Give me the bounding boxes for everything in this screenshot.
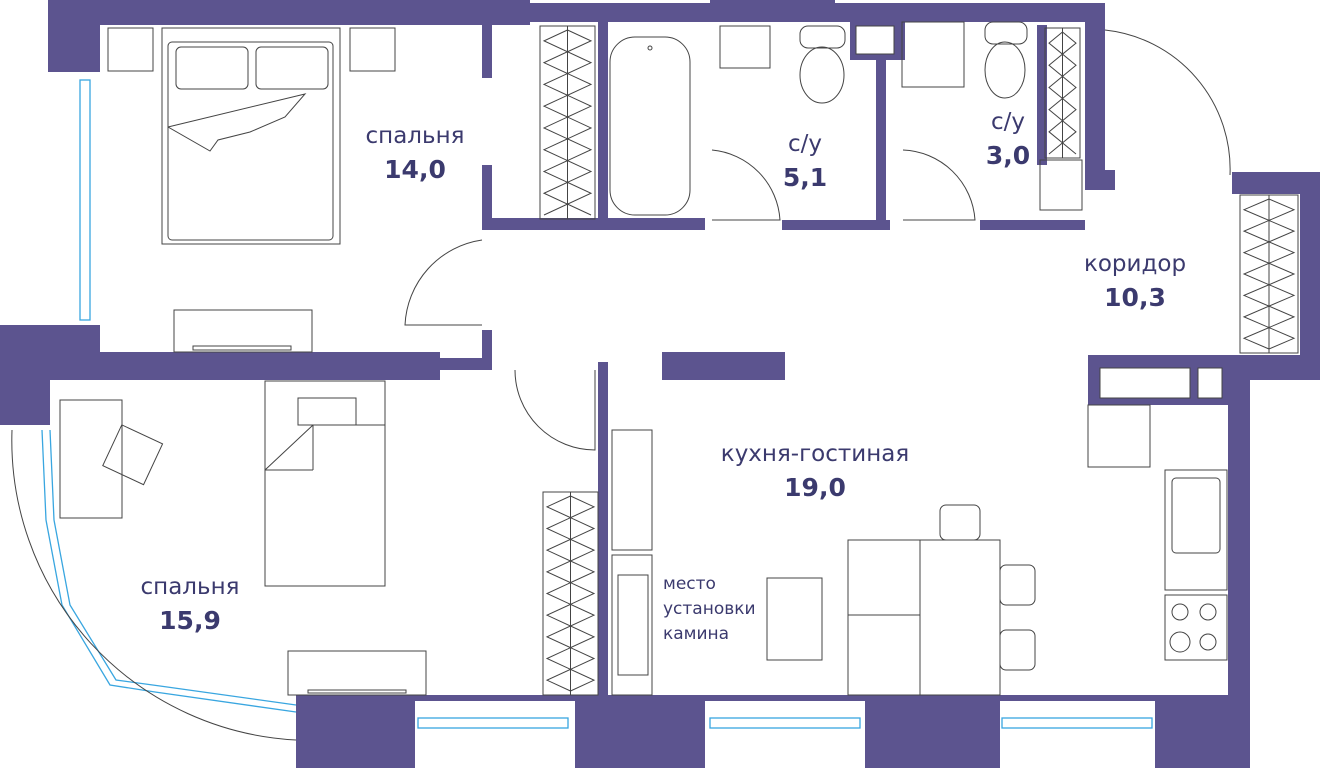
fireplace-note: место установки камина xyxy=(663,572,756,647)
windows xyxy=(41,79,1153,729)
wardrobe-hatch xyxy=(542,29,569,216)
wardrobe-hatch xyxy=(1242,198,1271,350)
note-line: место xyxy=(663,574,716,594)
interior-wall-fill xyxy=(855,25,1223,399)
wardrobe-hatch xyxy=(545,495,572,692)
doors xyxy=(11,29,1231,741)
wardrobes xyxy=(539,25,1299,696)
wardrobe-hatch xyxy=(566,29,593,216)
note-line: камина xyxy=(663,624,730,644)
furniture xyxy=(59,21,1228,696)
wardrobe-hatch xyxy=(1061,31,1077,155)
wardrobe-hatch xyxy=(1267,198,1296,350)
wardrobe-hatch xyxy=(569,495,596,692)
note-line: установки xyxy=(663,599,756,619)
wardrobe-hatch xyxy=(1048,31,1064,155)
